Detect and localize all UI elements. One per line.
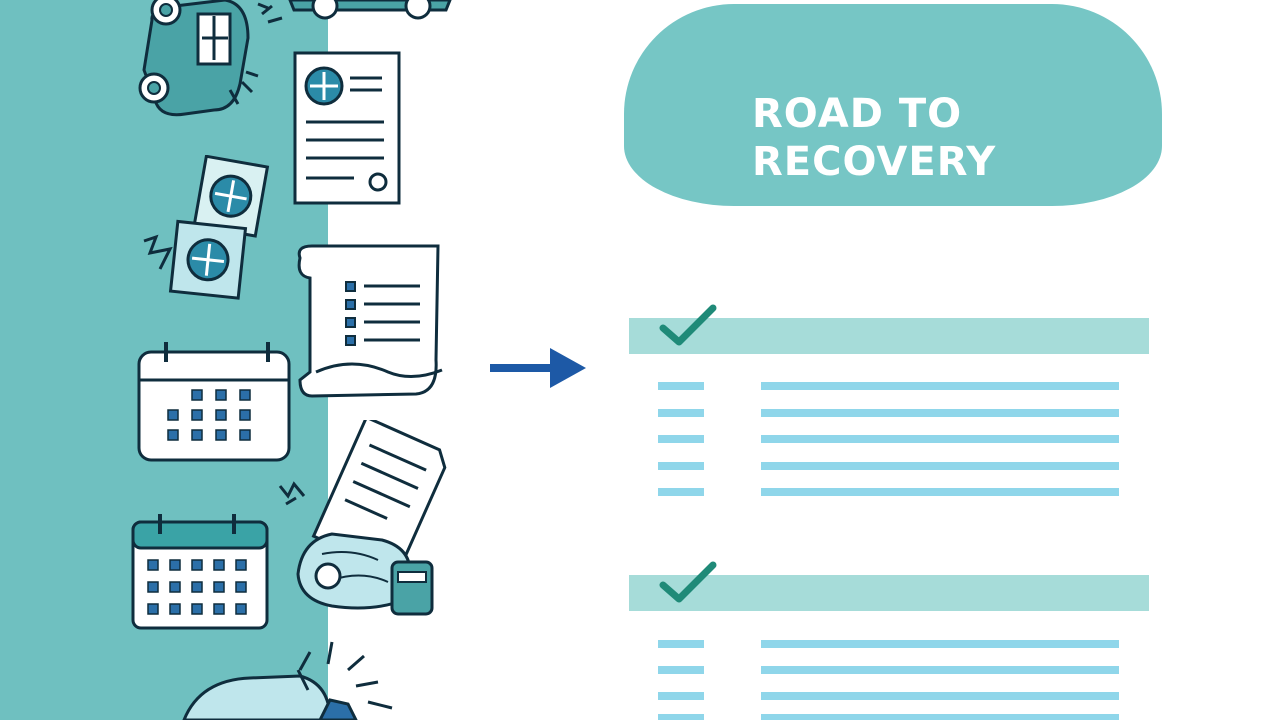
crashed-car-icon	[296, 532, 434, 616]
list-line	[761, 666, 1119, 674]
title-line-1: ROAD TO	[752, 91, 963, 137]
list-line	[761, 714, 1119, 720]
arrow-icon	[490, 348, 586, 388]
list-bullet	[658, 640, 704, 648]
calendar-icon	[137, 342, 291, 462]
title-line-2: RECOVERY	[752, 139, 997, 185]
document-icon	[293, 51, 401, 205]
list-line	[761, 488, 1119, 496]
crash-icon	[182, 641, 393, 720]
checkmark-icon	[659, 561, 717, 603]
list-line	[761, 640, 1119, 648]
list-bullet	[658, 409, 704, 417]
list-line	[761, 409, 1119, 417]
car-icon	[257, 0, 452, 24]
list-line	[761, 692, 1119, 700]
list-bullet	[658, 382, 704, 390]
checkmark-icon	[659, 304, 717, 346]
list-line	[761, 382, 1119, 390]
list-bullet	[658, 435, 704, 443]
car-icon	[138, 0, 259, 117]
calendar-icon	[131, 514, 269, 630]
list-line	[761, 462, 1119, 470]
cards-icon	[143, 155, 270, 300]
list-line	[761, 435, 1119, 443]
checklist-header	[629, 304, 1149, 354]
list-bullet	[658, 692, 704, 700]
title-banner: ROAD TO RECOVERY	[624, 4, 1162, 206]
receipt-icon	[297, 244, 443, 398]
list-bullet	[658, 714, 704, 720]
page-title: ROAD TO RECOVERY	[752, 90, 996, 186]
checklist-header	[629, 561, 1149, 611]
list-bullet	[658, 666, 704, 674]
list-bullet	[658, 488, 704, 496]
list-bullet	[658, 462, 704, 470]
